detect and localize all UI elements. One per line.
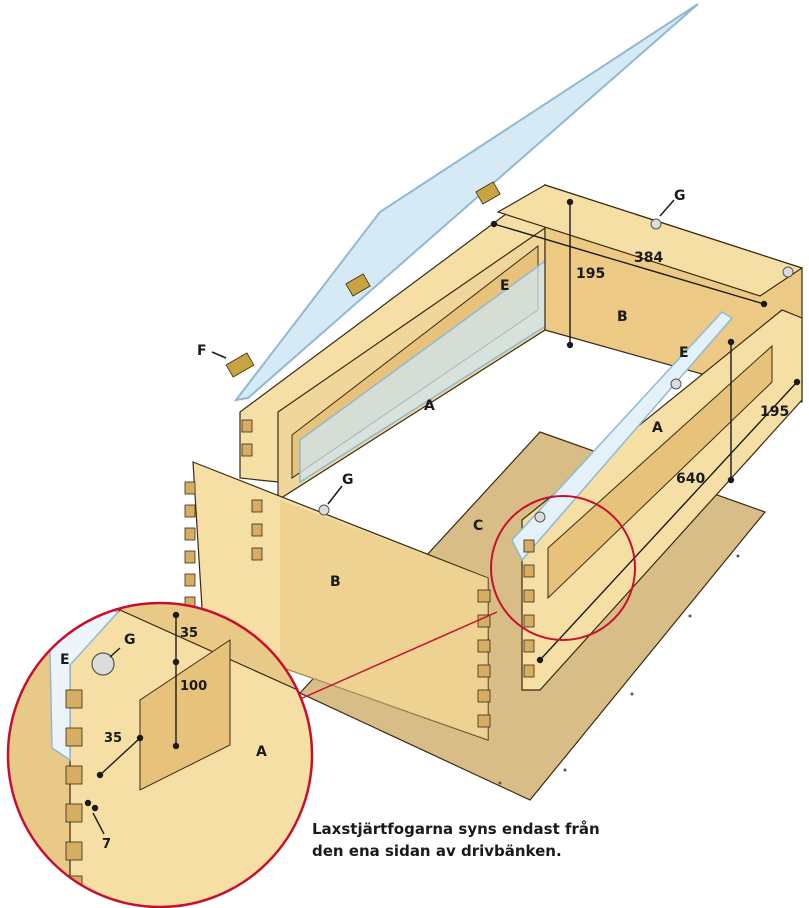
label-g-front: G: [342, 472, 354, 488]
dim-detail-top: 35: [180, 626, 198, 641]
knob-g-right-end: [534, 511, 546, 523]
label-a-back: A: [424, 398, 435, 414]
label-c: C: [473, 518, 483, 534]
dim-height-back: 195: [576, 266, 605, 282]
hinge-f-loose: [225, 352, 255, 378]
label-f: F: [197, 343, 207, 359]
knob-g-back: [650, 218, 662, 230]
caption-line-2: den ena sidan av drivbänken.: [312, 842, 562, 860]
label-b-front: B: [330, 574, 341, 590]
callout-circle-small: [490, 495, 636, 641]
dim-width: 384: [634, 250, 663, 266]
dim-detail-side: 35: [104, 731, 122, 746]
dimension-lines: [490, 198, 801, 664]
detail-dimension-lines: [84, 611, 180, 835]
callout-connector: [297, 611, 498, 701]
board-b-front-shadow: [280, 500, 488, 740]
detail-magnified-view: [8, 603, 312, 907]
arrow-g-front: [327, 485, 343, 505]
label-e-right: E: [679, 345, 689, 361]
dovetail-teeth-front-left: [184, 481, 196, 610]
part-e-right-glass: [511, 311, 734, 562]
label-a-right: A: [652, 420, 663, 436]
board-b-back-top: [496, 184, 804, 297]
knob-g-back-right: [782, 266, 794, 278]
callout-circle-large: [6, 601, 314, 908]
glass-lid: [233, 3, 699, 402]
dim-length: 640: [676, 471, 705, 487]
label-e-back: E: [500, 278, 510, 294]
caption: Laxstjärtfogarna syns endast från den en…: [312, 818, 642, 862]
arrow-g-back: [659, 199, 675, 217]
label-g-detail: G: [124, 632, 136, 648]
label-e-detail: E: [60, 652, 70, 668]
knob-g-mid: [670, 378, 682, 390]
caption-line-1: Laxstjärtfogarna syns endast från: [312, 820, 600, 838]
dim-height-side: 195: [760, 404, 789, 420]
dim-detail-window: 100: [180, 679, 207, 694]
arrow-f: [211, 351, 227, 359]
label-b-back: B: [617, 309, 628, 325]
label-g-back: G: [674, 188, 686, 204]
knob-g-front: [318, 504, 330, 516]
label-a-detail: A: [256, 744, 267, 760]
dovetail-teeth-right-end: [523, 539, 535, 678]
hinges: [345, 181, 501, 297]
dim-detail-offset: 7: [102, 837, 111, 852]
board-a-right-window: [547, 344, 773, 600]
dovetail-teeth-back-left: [241, 419, 263, 561]
dovetail-teeth-front-right: [477, 589, 491, 728]
